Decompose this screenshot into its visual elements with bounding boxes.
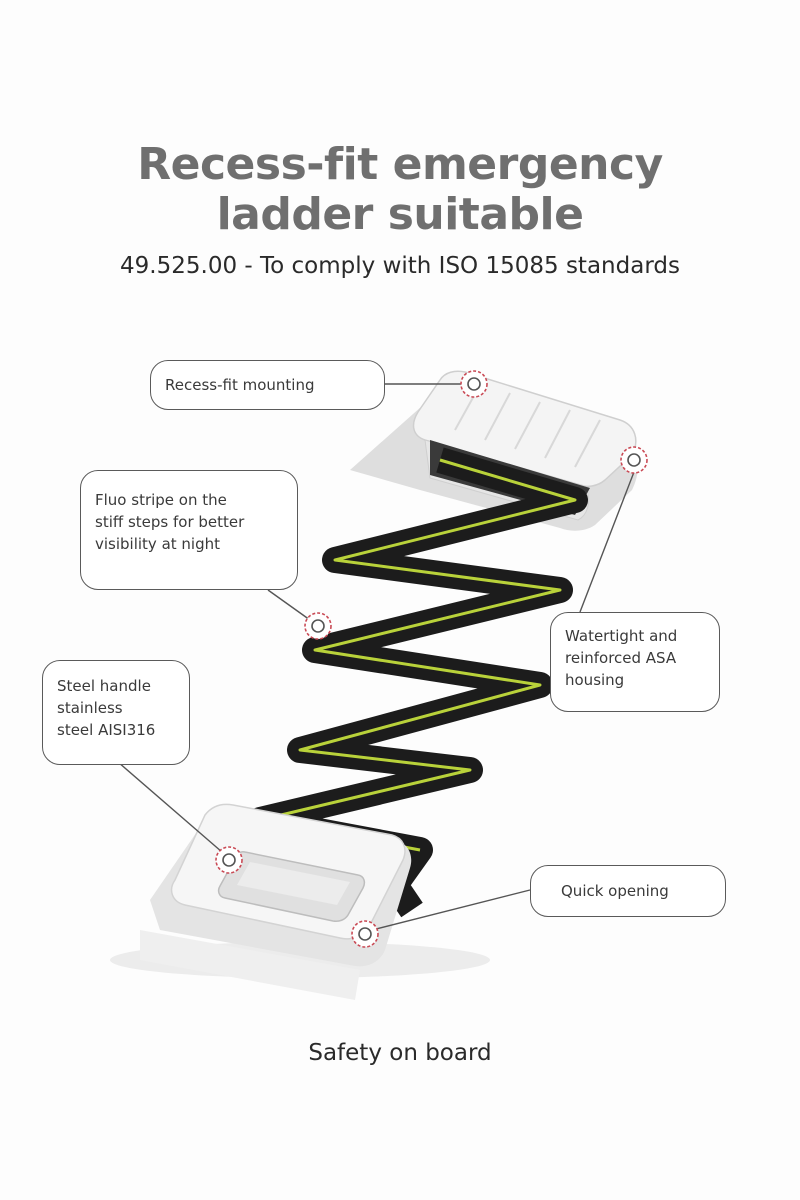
callout-watertight: Watertight and reinforced ASA housing [550,612,720,712]
callout-watertight-line-3: housing [565,671,625,689]
callout-watertight-line-2: reinforced ASA [565,649,677,667]
page-title: Recess-fit emergency ladder suitable [0,140,800,240]
subtitle: 49.525.00 - To comply with ISO 15085 sta… [120,253,680,279]
callout-fluo-line-2: stiff steps for better [95,513,245,531]
marker-recess-fit [460,370,488,398]
callout-handle-line-1: Steel handle [57,677,151,695]
top-housing [350,370,639,531]
footer-tagline: Safety on board [308,1040,492,1066]
title-line-2: ladder suitable [216,189,584,240]
title-line-1: Recess-fit emergency [137,139,663,190]
callout-handle-line-2: stainless [57,699,123,717]
callout-fluo-line-3: visibility at night [95,535,221,553]
marker-fluo-stripe [304,612,332,640]
marker-quick-opening [351,920,379,948]
callout-recess-fit: Recess-fit mounting [150,360,385,410]
marker-housing [620,446,648,474]
callout-fluo-line-1: Fluo stripe on the [95,491,227,509]
callout-handle-line-3: steel AISI316 [57,721,156,739]
callout-watertight-line-1: Watertight and [565,627,678,645]
callout-quick-opening-text: Quick opening [561,882,669,900]
callout-recess-fit-text: Recess-fit mounting [165,376,315,394]
marker-steel-handle [215,846,243,874]
bottom-step [140,803,412,1000]
ladder-straps [247,447,588,918]
callout-steel-handle: Steel handle stainless steel AISI316 [42,660,190,765]
callout-leaders [117,383,635,931]
callout-quick-opening: Quick opening [530,865,726,917]
callout-fluo-stripe: Fluo stripe on the stiff steps for bette… [80,470,298,590]
